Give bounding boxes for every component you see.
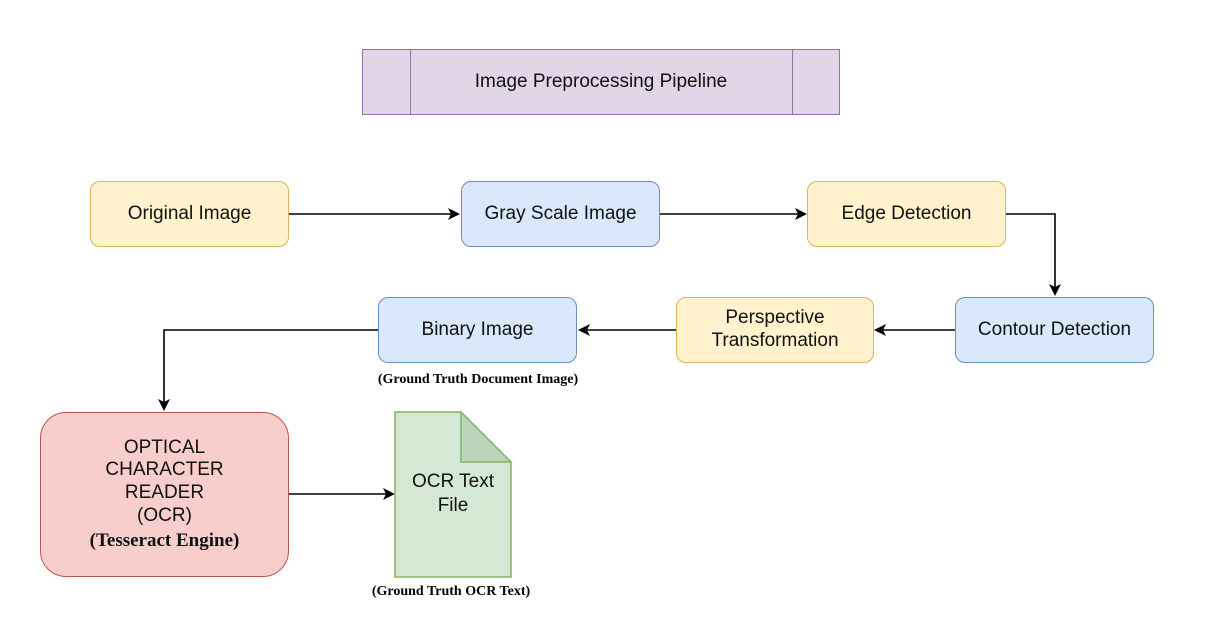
pipeline-title: Image Preprocessing Pipeline: [362, 49, 840, 115]
node-grayscale-image-label: Gray Scale Image: [484, 202, 637, 224]
node-ocr-engine: (Tesseract Engine): [89, 529, 240, 551]
node-edge-detection-label: Edge Detection: [841, 202, 972, 224]
node-ocr-line1: OPTICAL: [123, 436, 206, 458]
node-ocr-line4: (OCR): [137, 504, 192, 526]
node-contour-detection-label: Contour Detection: [977, 318, 1132, 340]
arrow-edge-to-contour: [1006, 213, 1061, 296]
pipeline-title-text: Image Preprocessing Pipeline: [474, 71, 728, 92]
node-binary-image: Binary Image: [378, 297, 577, 363]
node-ocr-reader: OPTICAL CHARACTER READER (OCR) (Tesserac…: [40, 412, 289, 577]
caption-ground-truth-ocr: (Ground Truth OCR Text): [371, 584, 531, 599]
ocr-text-file-label: OCR Text File: [395, 470, 511, 518]
arrow-binary-to-ocr: [158, 329, 378, 411]
ocr-text-file-line2: File: [437, 494, 469, 516]
document-folded-corner: [460, 410, 513, 463]
node-binary-image-label: Binary Image: [421, 318, 534, 340]
node-perspective-line2: Transformation: [711, 330, 839, 351]
node-ocr-line2: CHARACTER: [105, 459, 224, 481]
caption-ground-truth-document: (Ground Truth Document Image): [377, 372, 579, 387]
node-original-image-label: Original Image: [127, 202, 252, 224]
node-contour-detection: Contour Detection: [955, 297, 1154, 363]
node-edge-detection: Edge Detection: [807, 181, 1006, 247]
node-ocr-line3: READER: [124, 482, 205, 504]
title-right-bar: [792, 50, 793, 114]
ocr-text-file-line1: OCR Text: [411, 471, 494, 492]
title-left-bar: [410, 50, 411, 114]
node-perspective-transformation: Perspective Transformation: [676, 297, 874, 363]
ocr-text-file-document: [394, 410, 513, 578]
node-perspective-line1: Perspective: [725, 307, 825, 329]
node-original-image: Original Image: [90, 181, 289, 247]
node-grayscale-image: Gray Scale Image: [461, 181, 660, 247]
